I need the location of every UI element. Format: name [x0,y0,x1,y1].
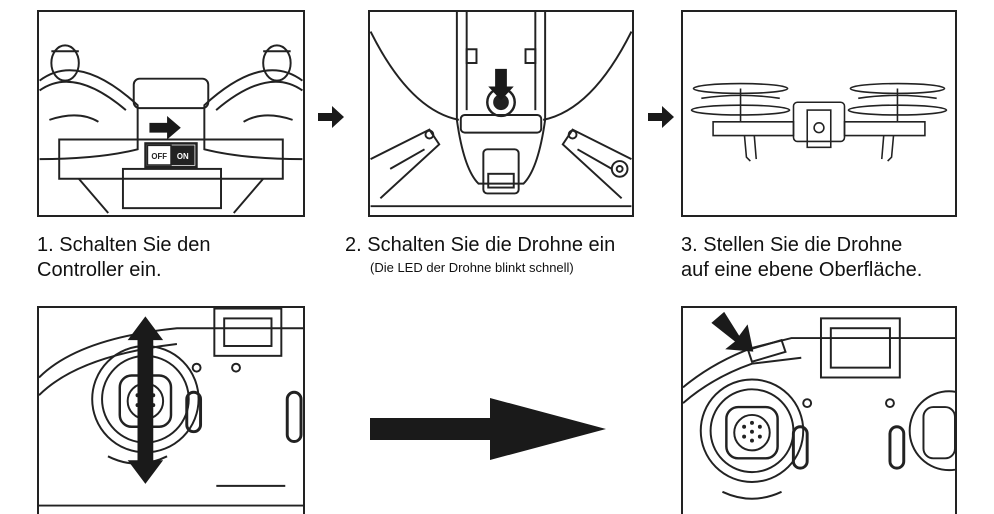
drone-flat-illustration [690,82,948,162]
step-3-line1: 3. Stellen Sie die Drohne [681,233,922,258]
up-down-arrow-icon [127,316,164,484]
step-2-caption: 2. Schalten Sie die Drohne ein [345,233,615,258]
switch-on-label: ON [177,152,189,161]
step-3-line2: auf eine ebene Oberfläche. [681,259,923,281]
step-2-note: (Die LED der Drohne blinkt schnell) [370,260,574,275]
panel-controller-switch: OFF ON [37,10,305,217]
step-3-text: Stellen Sie die Drohne [703,234,903,256]
next-step-arrow-icon [370,398,606,460]
step-1-text: Schalten Sie den [59,234,211,256]
step-1-caption: 1. Schalten Sie den Controller ein. [37,233,210,283]
switch-off-label: OFF [151,152,167,161]
step-3-caption: 3. Stellen Sie die Drohne auf eine ebene… [681,233,922,283]
left-stick-illustration [39,308,303,507]
press-button-arrow-icon [711,311,754,352]
step-arrow-1-icon [318,106,344,128]
controller-switch-illustration: OFF ON [39,44,303,214]
step-2-number: 2. [345,234,362,256]
slide-right-arrow-icon [149,115,181,140]
panel-left-stick-updown [37,306,305,514]
panel-drone-power [368,10,634,217]
press-button-illustration [683,311,955,500]
panel-drone-flat-surface [681,10,957,217]
step-2-line1: 2. Schalten Sie die Drohne ein [345,233,615,258]
drone-power-illustration [370,12,632,208]
step-1-line1: 1. Schalten Sie den [37,233,210,258]
step-2-text: Schalten Sie die Drohne ein [367,234,616,256]
step-3-number: 3. [681,234,698,256]
step-arrow-2-icon [648,106,674,128]
step-1-number: 1. [37,234,54,256]
press-down-arrow-icon [488,68,514,101]
step-1-line2: Controller ein. [37,259,162,281]
panel-press-button [681,306,957,514]
